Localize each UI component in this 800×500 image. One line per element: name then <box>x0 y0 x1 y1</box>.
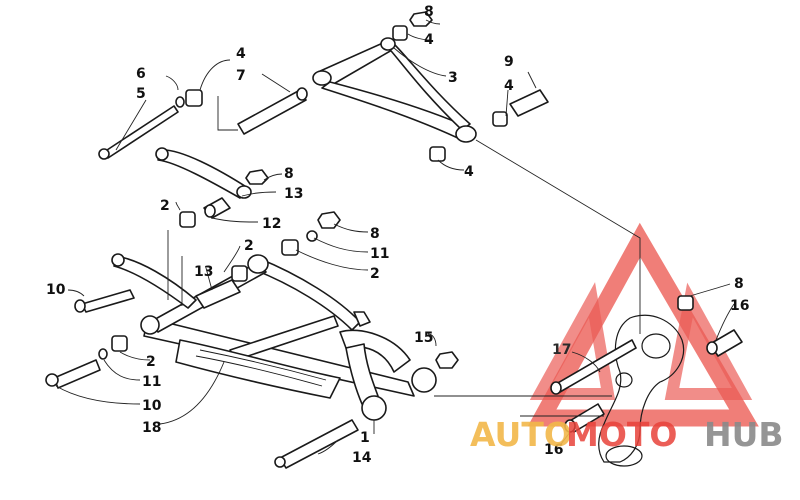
callout-2-mid: 2 <box>370 266 380 282</box>
callout-8-lower: 8 <box>370 226 380 242</box>
callout-12: 12 <box>262 216 281 232</box>
callout-2-upper: 2 <box>160 198 170 214</box>
watermark-text: AUTO MOTO HUB <box>470 415 784 454</box>
callout-10-upper: 10 <box>46 282 66 298</box>
callout-2-inner: 2 <box>244 238 254 254</box>
assembly-lines <box>167 96 641 417</box>
upper-hardware <box>98 11 549 162</box>
callout-17: 17 <box>552 342 571 358</box>
callout-7: 7 <box>236 68 246 84</box>
callout-18: 18 <box>142 420 161 436</box>
callout-8-top: 8 <box>424 4 434 20</box>
callout-8-right: 8 <box>734 276 744 292</box>
bolt-10-upper <box>81 289 135 313</box>
bushing-2-inner <box>231 265 248 282</box>
callout-4-right: 4 <box>504 78 514 94</box>
bushing-4-left <box>185 89 203 107</box>
callout-15: 15 <box>414 330 433 346</box>
callout-6: 6 <box>136 66 146 82</box>
lower-hardware <box>45 211 459 469</box>
callout-14: 14 <box>352 450 372 466</box>
callout-9: 9 <box>504 54 514 70</box>
callout-5: 5 <box>136 86 146 102</box>
upper-a-arm <box>312 37 477 143</box>
callout-4-top: 4 <box>424 32 434 48</box>
callout-1: 1 <box>360 430 370 446</box>
bushing-4-right <box>492 111 508 127</box>
leader-lines <box>55 19 735 455</box>
callout-8-mid: 8 <box>284 166 294 182</box>
sleeve-9 <box>509 89 549 117</box>
bolt-10-lower <box>53 359 101 389</box>
hardware-2-12 <box>179 197 231 228</box>
watermark-hub: HUB <box>704 415 784 454</box>
nut-8-mid <box>245 169 269 185</box>
washer-11-left <box>98 348 108 360</box>
washer-6 <box>175 96 185 108</box>
callout-16-lower: 16 <box>544 442 563 458</box>
watermark-logo <box>527 222 759 427</box>
callout-3: 3 <box>448 70 458 86</box>
callout-16-top: 16 <box>730 298 749 314</box>
bushing-8-right <box>677 295 694 311</box>
watermark-auto: AUTO <box>470 415 572 454</box>
bushing-4-top <box>392 25 408 41</box>
bushing-4-lower <box>429 146 446 162</box>
callout-13-lower: 13 <box>194 264 213 280</box>
callout-11-top: 11 <box>370 246 389 262</box>
link-13-upper <box>155 147 269 199</box>
callout-4-lower: 4 <box>464 164 474 180</box>
callout-labels: 4 8 3 4 7 6 5 9 4 4 8 13 2 12 2 8 11 2 1… <box>46 4 749 466</box>
sleeve-13 <box>195 279 241 309</box>
callout-4-left: 4 <box>236 46 246 62</box>
callout-10-lower: 10 <box>142 398 162 414</box>
bushing-2-left <box>111 335 128 352</box>
pin-7 <box>237 89 307 135</box>
callout-11-left: 11 <box>142 374 161 390</box>
washer-11-top <box>306 230 318 242</box>
bushing-2-mid <box>281 239 299 256</box>
nut-8-top <box>409 11 433 27</box>
callout-13-upper: 13 <box>284 186 303 202</box>
watermark-moto: MOTO <box>566 415 677 454</box>
lower-a-arm <box>140 254 437 421</box>
link-13-lower <box>113 255 197 309</box>
callout-2-left: 2 <box>146 354 156 370</box>
bolt-14 <box>279 419 359 469</box>
nut-15 <box>435 351 459 369</box>
